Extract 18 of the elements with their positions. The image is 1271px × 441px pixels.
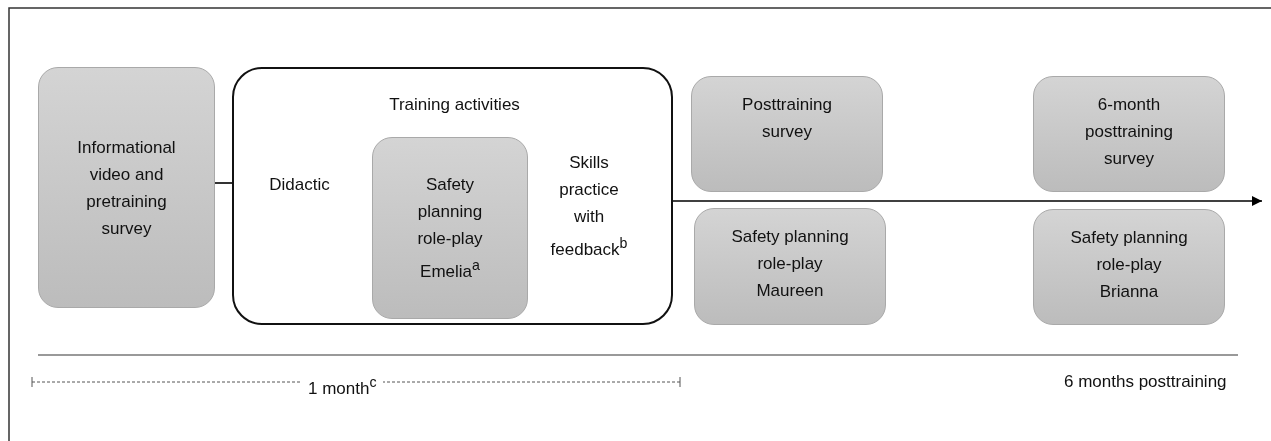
node-label: Informational video and pretraining survey <box>76 136 177 240</box>
node-label: Posttraining survey <box>741 94 833 143</box>
node-label: Safety planning role-play Maureen <box>730 226 850 302</box>
process-box <box>694 208 886 325</box>
process-box <box>1033 209 1225 325</box>
connector-line <box>214 182 233 184</box>
node-label: Safety planning role-play Emelia$^{a}$ <box>416 174 484 283</box>
node-label: Skills practice with feedback$^{b}$ <box>549 152 629 261</box>
group-box <box>232 67 673 325</box>
node-label: Safety planning role-play Brianna <box>1069 227 1189 303</box>
arrow <box>672 196 1263 206</box>
process-box <box>38 67 215 308</box>
process-box <box>1033 76 1225 192</box>
process-box <box>372 137 528 319</box>
group-heading: Training activities <box>388 94 521 116</box>
node-label: Didactic <box>268 174 331 196</box>
node-label: 6-month posttraining survey <box>1084 94 1174 170</box>
process-box <box>691 76 883 192</box>
